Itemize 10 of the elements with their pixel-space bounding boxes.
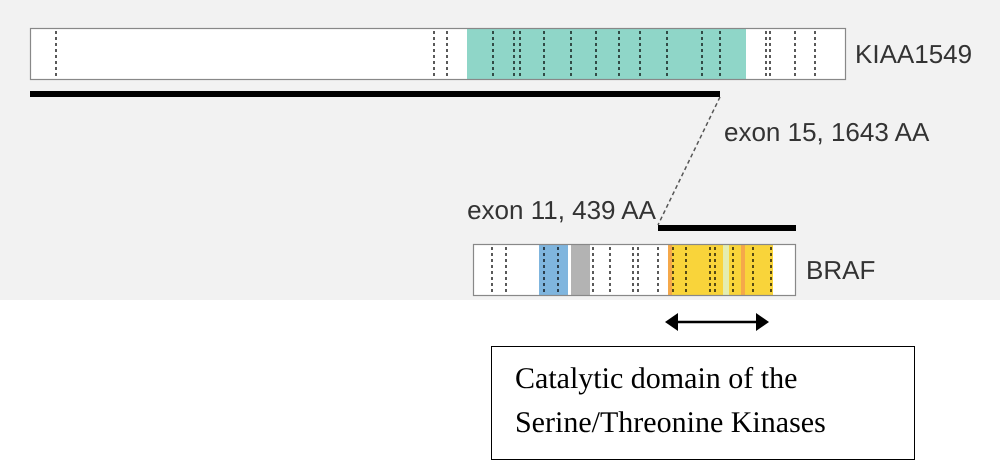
annotation-label: exon 11, 439 AA [467,197,656,223]
connector-line [657,96,721,226]
protein-domain-bar [30,28,846,80]
annotation-label: BRAF [806,257,876,283]
annotation-label: exon 15, 1643 AA [724,119,930,145]
fusion-segment-bar [658,225,796,231]
protein-domain-bar [473,244,796,296]
annotation-label: KIAA1549 [855,41,972,67]
text-box: Catalytic domain of the Serine/Threonine Kinases [491,346,915,460]
fusion-segment-bar [30,91,720,97]
